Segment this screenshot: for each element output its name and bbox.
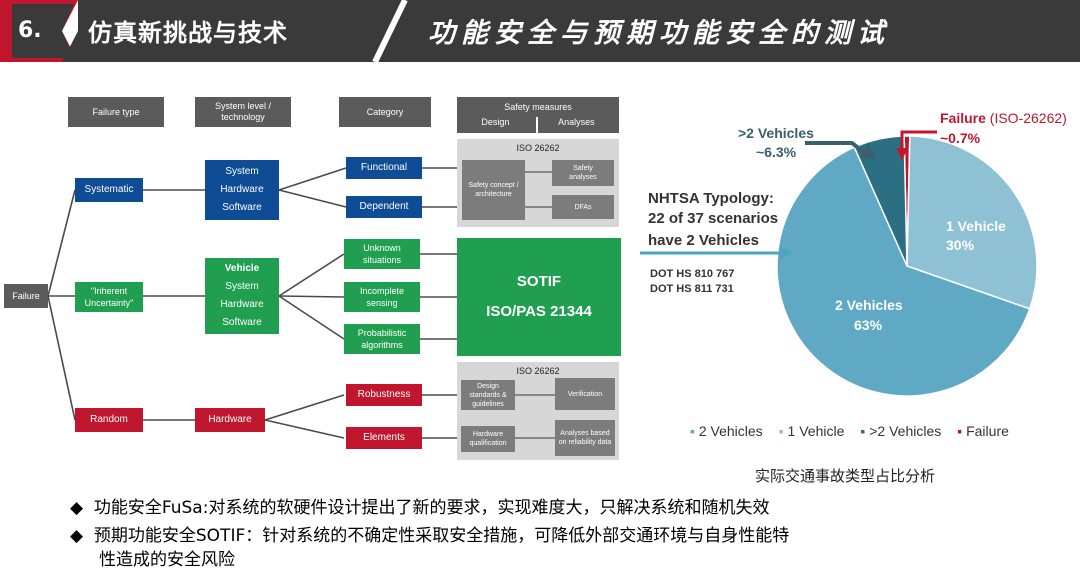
col-header-safety-measures: Safety measures Design Analyses (457, 97, 619, 133)
nhtsa-ref2: DOT HS 811 731 (650, 283, 734, 295)
pie-slice-1-vehicle (906, 135, 1038, 310)
type-systematic: Systematic (75, 178, 143, 202)
dfas-box: DFAs (552, 195, 614, 219)
nhtsa-arrow-head (780, 247, 792, 259)
type-inherent-uncertainty: "Inherent Uncertainty" (75, 282, 143, 312)
analyses-reliability-box: Analyses based on reliability data (555, 420, 615, 456)
category-functional: Functional (346, 157, 422, 179)
safety-measures-analyses: Analyses (558, 117, 595, 127)
bullet-sotif-cont: 性造成的安全风险 (99, 550, 235, 570)
category-incomplete-sensing: Incomplete sensing (344, 282, 420, 312)
system-level-item: System (225, 281, 259, 292)
page-subtitle: 功能安全与预期功能安全的测试 (428, 18, 890, 49)
label-failure-std: (ISO-26262) (989, 110, 1067, 126)
nhtsa-line3: have 2 Vehicles (648, 232, 759, 249)
system-level-item: System (225, 166, 259, 177)
legend-item: ▪ 1 Vehicle (778, 423, 845, 439)
iso26262-bottom-connectors (515, 394, 555, 439)
label-two-vehicles-pct: 63% (854, 317, 883, 333)
safety-measures-divider (536, 117, 538, 133)
nhtsa-line1: NHTSA Typology: (648, 190, 774, 207)
bullet-text: 预期功能安全SOTIF：针对系统的不确定性采取安全措施，可降低外部交通环境与自身… (93, 526, 790, 546)
legend-item: ▪ >2 Vehicles (860, 423, 942, 439)
nhtsa-ref1: DOT HS 810 767 (650, 268, 735, 280)
verification-box: Verification (555, 378, 615, 410)
legend-item: ▪ Failure (957, 423, 1009, 439)
hardware-qualification-box: Hardware qualification (461, 426, 515, 452)
pie-slice-2-vehicles (776, 146, 1031, 397)
bullet-text: 功能安全FuSa:对系统的软硬件设计提出了新的要求，实现难度大，只解决系统和随机… (93, 498, 770, 518)
system-level-item: Software (222, 317, 262, 328)
iso26262-top-connectors (525, 171, 552, 208)
iso26262-bottom-title: ISO 26262 (516, 366, 560, 376)
safety-analyses-box: Safety analyses (552, 160, 614, 186)
label-failure: Failure (ISO-26262) (940, 110, 1067, 126)
section-number: 6. (18, 18, 42, 43)
label-failure-pct: ~0.7% (940, 130, 981, 146)
system-level-item: Hardware (220, 299, 264, 310)
failure-leader-line (900, 130, 937, 152)
sotif-label: SOTIF (516, 273, 562, 290)
header-banner (0, 0, 1080, 62)
nhtsa-line2: 22 of 37 scenarios (648, 210, 779, 227)
system-level-random: Hardware (195, 408, 265, 432)
pie-legend: ▪ 2 Vehicles ▪ 1 Vehicle ▪ >2 Vehicles ▪… (690, 423, 1009, 439)
label-one-vehicle-pct: 30% (946, 237, 975, 253)
design-standards-box: Design standards & guidelines (461, 380, 515, 410)
label-two-vehicles: 2 Vehicles (835, 297, 903, 313)
page-title: 仿真新挑战与技术 (88, 19, 288, 47)
sotif-panel: SOTIF ISO/PAS 21344 (457, 238, 621, 356)
col-header-failure-type: Failure type (68, 97, 164, 127)
col-header-system-level: System level / technology (195, 97, 291, 127)
pie-chart (640, 130, 1038, 397)
iso26262-top-title: ISO 26262 (516, 143, 560, 153)
legend-item: ▪ 2 Vehicles (690, 423, 763, 439)
system-level-uncertainty: Vehicle System Hardware Software (205, 258, 279, 334)
label-gt2-vehicles-pct: ~6.3% (756, 144, 797, 160)
gt2-leader-line (805, 141, 868, 156)
safety-measures-title: Safety measures (504, 102, 572, 112)
bullet-fusa: ◆ 功能安全FuSa:对系统的软硬件设计提出了新的要求，实现难度大，只解决系统和… (70, 497, 769, 519)
safety-measures-design: Design (481, 117, 510, 127)
bullet-sotif: ◆ 预期功能安全SOTIF：针对系统的不确定性采取安全措施，可降低外部交通环境与… (70, 525, 789, 547)
safety-concept-box: Safety concept / architecture (462, 160, 525, 220)
col-header-category: Category (339, 97, 431, 127)
system-level-systematic: System Hardware Software (205, 160, 279, 220)
chart-caption: 实际交通事故类型占比分析 (755, 467, 936, 485)
category-dependent: Dependent (346, 196, 422, 218)
system-level-item: Software (222, 202, 262, 213)
sotif-standard: ISO/PAS 21344 (486, 303, 592, 320)
label-failure-name: Failure (940, 110, 986, 126)
system-level-item: Vehicle (224, 263, 260, 274)
category-elements: Elements (346, 427, 422, 449)
type-random: Random (75, 408, 143, 432)
failure-leader-arrow (896, 148, 908, 160)
gt2-leader-arrow (860, 142, 876, 160)
diamond-icon: ◆ (70, 526, 84, 546)
failure-node: Failure (4, 284, 48, 308)
category-unknown-situations: Unknown situations (344, 239, 420, 269)
label-gt2-vehicles: >2 Vehicles (738, 125, 814, 141)
category-probabilistic-algorithms: Probabilistic algorithms (344, 324, 420, 354)
diamond-icon: ◆ (70, 498, 84, 518)
system-level-item: Hardware (220, 184, 264, 195)
label-one-vehicle: 1 Vehicle (946, 218, 1006, 234)
category-robustness: Robustness (346, 384, 422, 406)
diagram-connectors (47, 167, 457, 439)
